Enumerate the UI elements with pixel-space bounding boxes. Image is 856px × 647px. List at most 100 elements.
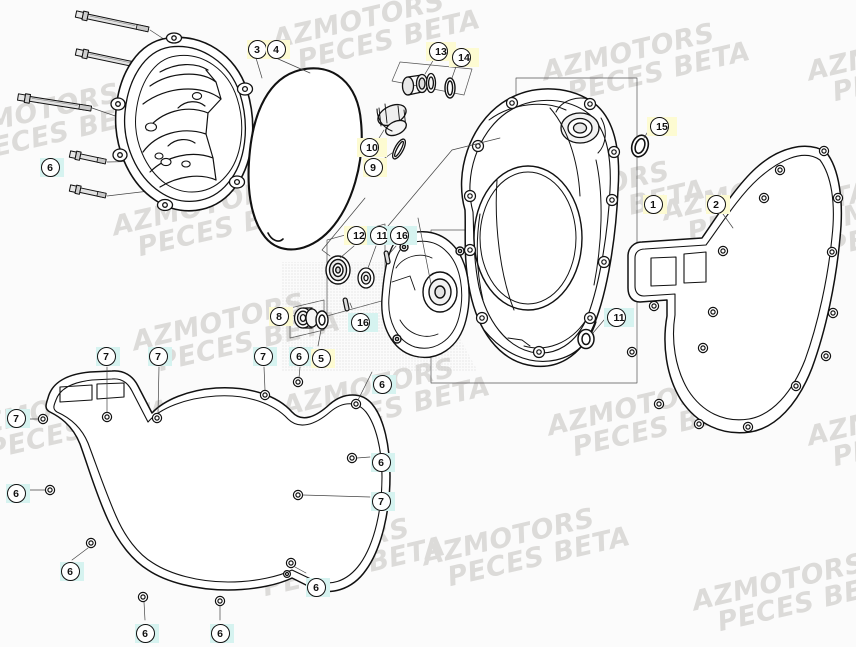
callout-bubble-icon bbox=[307, 578, 326, 597]
bushing-o-ring bbox=[444, 77, 456, 99]
callout-number: 7 bbox=[155, 350, 161, 363]
callout-number: 3 bbox=[254, 43, 260, 56]
callout-bubble-icon bbox=[390, 226, 409, 245]
callout-16[interactable]: 16 bbox=[387, 226, 417, 245]
callout-number: 7 bbox=[260, 350, 266, 363]
callout-3[interactable]: 3 bbox=[247, 40, 271, 59]
callout-number: 8 bbox=[276, 310, 282, 323]
callout-10[interactable]: 10 bbox=[357, 138, 387, 157]
callout-bubble-icon bbox=[312, 349, 331, 368]
oil-seal-11-small bbox=[357, 267, 375, 289]
callout-bubble-icon bbox=[351, 313, 370, 332]
callout-number: 6 bbox=[378, 456, 384, 469]
callout-number: 6 bbox=[67, 565, 73, 578]
callout-number: 10 bbox=[366, 141, 378, 154]
water-pump-housing bbox=[381, 231, 470, 358]
callout-13[interactable]: 13 bbox=[426, 42, 456, 61]
outer-clutch-cover bbox=[114, 36, 254, 212]
callout-2[interactable]: 2 bbox=[706, 195, 730, 214]
callout-number: 13 bbox=[435, 45, 447, 58]
callout-9[interactable]: 9 bbox=[363, 158, 387, 177]
callout-number: 9 bbox=[370, 161, 376, 174]
outer-cover-gasket bbox=[247, 67, 363, 251]
callout-number: 16 bbox=[396, 229, 408, 242]
callout-1[interactable]: 1 bbox=[643, 195, 667, 214]
callout-bubble-icon bbox=[360, 138, 379, 157]
callout-number: 11 bbox=[613, 311, 625, 324]
callout-bubble-icon bbox=[373, 375, 392, 394]
callout-number: 4 bbox=[273, 43, 279, 56]
callout-7[interactable]: 7 bbox=[6, 409, 30, 428]
callout-6[interactable]: 6 bbox=[372, 375, 396, 394]
callout-number: 14 bbox=[458, 51, 470, 64]
callout-bubble-icon bbox=[372, 492, 391, 511]
gasket-right-holes bbox=[626, 145, 844, 433]
callout-number: 12 bbox=[353, 229, 365, 242]
callout-bubble-icon bbox=[452, 48, 471, 67]
callout-bubble-icon bbox=[41, 158, 60, 177]
water-pump-boss bbox=[555, 97, 606, 154]
callout-16[interactable]: 16 bbox=[348, 313, 378, 332]
callout-5[interactable]: 5 bbox=[311, 349, 335, 368]
callout-4[interactable]: 4 bbox=[266, 40, 290, 59]
cover-bolt-bosses bbox=[463, 96, 621, 359]
callout-bubble-icon bbox=[61, 562, 80, 581]
callout-number: 15 bbox=[656, 120, 668, 133]
callout-8[interactable]: 8 bbox=[269, 307, 293, 326]
callout-6[interactable]: 6 bbox=[60, 562, 84, 581]
cover-rib-detail bbox=[476, 103, 602, 349]
callout-number: 11 bbox=[376, 229, 388, 242]
callout-bubble-icon bbox=[650, 117, 669, 136]
callout-number: 6 bbox=[379, 378, 385, 391]
oil-seal-5 bbox=[315, 310, 329, 330]
bushing-sleeve bbox=[401, 72, 437, 96]
callout-bubble-icon bbox=[211, 624, 230, 643]
callout-bubble-icon bbox=[270, 307, 289, 326]
cover-bosses bbox=[144, 92, 203, 168]
callout-14[interactable]: 14 bbox=[449, 48, 479, 67]
dowel-pin-16-a bbox=[383, 250, 391, 265]
callout-number: 5 bbox=[318, 352, 324, 365]
callout-7[interactable]: 7 bbox=[148, 347, 172, 366]
callout-15[interactable]: 15 bbox=[647, 117, 677, 136]
callout-bubble-icon bbox=[372, 453, 391, 472]
callout-7[interactable]: 7 bbox=[253, 347, 277, 366]
callout-bubble-icon bbox=[136, 624, 155, 643]
bearing-large-12 bbox=[325, 255, 351, 285]
callout-bubble-icon bbox=[644, 195, 663, 214]
callout-bubble-icon bbox=[7, 484, 26, 503]
callout-6[interactable]: 6 bbox=[371, 453, 395, 472]
callout-number: 6 bbox=[217, 627, 223, 640]
callout-6[interactable]: 6 bbox=[135, 624, 159, 643]
callout-6[interactable]: 6 bbox=[306, 578, 330, 597]
oil-filler-cap bbox=[376, 103, 407, 137]
callout-7[interactable]: 7 bbox=[96, 347, 120, 366]
callout-6[interactable]: 6 bbox=[6, 484, 30, 503]
callout-number: 6 bbox=[296, 350, 302, 363]
callout-bubble-icon bbox=[607, 308, 626, 327]
dowel-pin-16-b bbox=[342, 297, 350, 312]
bushing-group-box bbox=[391, 61, 473, 96]
callout-6[interactable]: 6 bbox=[210, 624, 234, 643]
callout-number: 6 bbox=[47, 161, 53, 174]
callout-7[interactable]: 7 bbox=[371, 492, 395, 511]
callout-number: 7 bbox=[103, 350, 109, 363]
cover-mount-ears bbox=[110, 32, 254, 212]
callout-bubble-icon bbox=[290, 347, 309, 366]
callout-12[interactable]: 12 bbox=[344, 226, 374, 245]
bearing-small-8 bbox=[293, 307, 319, 329]
callout-6[interactable]: 6 bbox=[40, 158, 64, 177]
callout-bubble-icon bbox=[267, 40, 286, 59]
callout-number: 6 bbox=[313, 581, 319, 594]
callout-bubble-icon bbox=[364, 158, 383, 177]
callout-number: 6 bbox=[142, 627, 148, 640]
callout-bubble-icon bbox=[7, 409, 26, 428]
callout-bubble-icon bbox=[97, 347, 116, 366]
callout-bubble-icon bbox=[707, 195, 726, 214]
callout-11[interactable]: 11 bbox=[604, 308, 634, 327]
callout-6[interactable]: 6 bbox=[289, 347, 313, 366]
callout-number: 2 bbox=[713, 198, 719, 211]
